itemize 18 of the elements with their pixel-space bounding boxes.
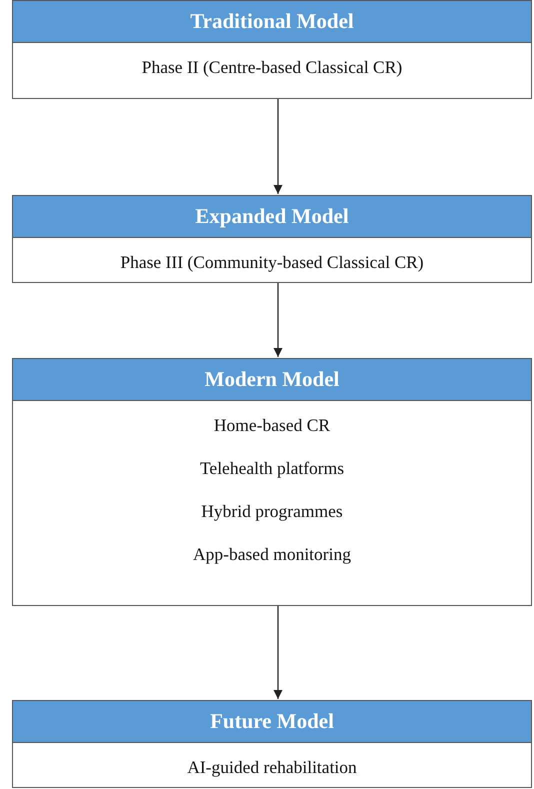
- model-description: App-based monitoring: [192, 544, 352, 565]
- model-heading: Expanded Model: [13, 196, 531, 238]
- model-box: [12, 195, 532, 283]
- model-heading: Modern Model: [13, 359, 531, 401]
- model-description: Phase III (Community-based Classical CR): [119, 252, 425, 273]
- model-heading: Future Model: [13, 701, 531, 743]
- model-description: Hybrid programmes: [200, 501, 344, 522]
- model-box: [12, 700, 532, 788]
- arrow: [274, 99, 282, 194]
- model-box: [12, 0, 532, 99]
- arrow: [274, 606, 282, 699]
- model-description: Phase II (Centre-based Classical CR): [140, 57, 404, 78]
- model-description: Telehealth platforms: [198, 458, 346, 479]
- arrow: [274, 283, 282, 357]
- model-description: Home-based CR: [212, 415, 332, 436]
- model-box: [12, 358, 532, 606]
- model-heading: Traditional Model: [13, 1, 531, 43]
- model-description: AI-guided rehabilitation: [186, 757, 358, 778]
